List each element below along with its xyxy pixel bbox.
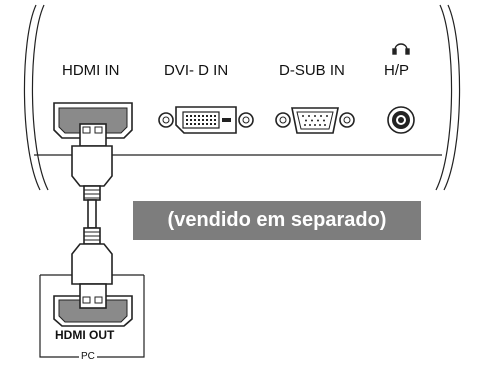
headphone-jack [387,106,415,134]
sold-separately-banner: (vendido em separado) [133,201,421,240]
pc-label: PC [79,351,97,362]
hdmi-cable-lower [71,227,113,285]
d-sub-port [275,107,355,134]
d-sub-in-label: D-SUB IN [279,62,345,79]
hdmi-in-label: HDMI IN [62,62,120,79]
headphone-icon [392,43,410,55]
hdmi-out-port [53,295,133,327]
hdmi-out-label: HDMI OUT [55,328,115,342]
hp-label: H/P [384,62,410,79]
hdmi-plug-pc [79,283,107,309]
dvi-d-in-label: DVI- D IN [164,62,229,79]
hdmi-cable-upper [71,123,113,229]
hdmi-in-port [53,102,133,139]
dvi-d-port [158,106,254,134]
